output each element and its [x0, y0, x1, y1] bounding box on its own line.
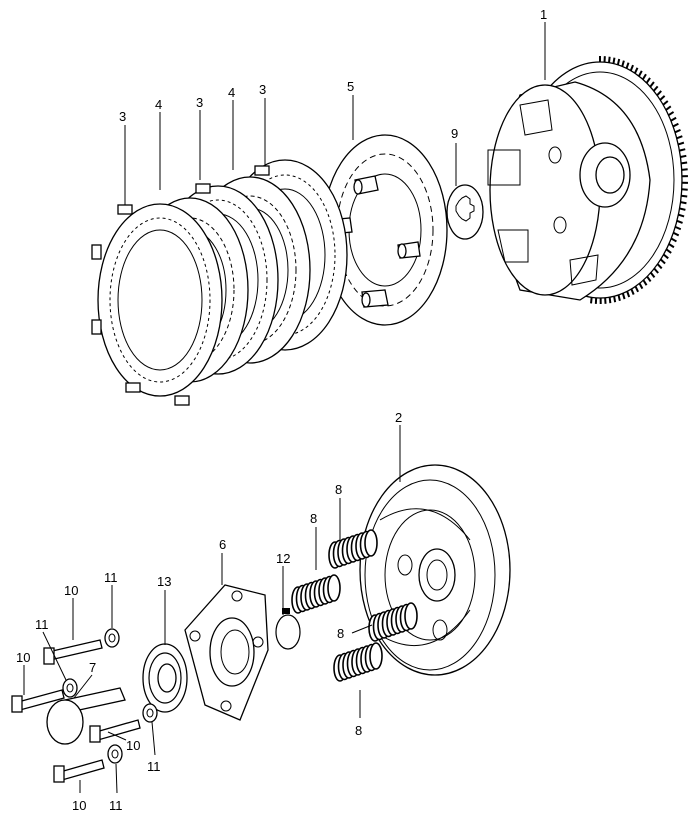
pressure-plate	[359, 464, 511, 676]
bearing	[142, 643, 188, 713]
callout-10-mid: 10	[126, 738, 140, 753]
gear-tooth	[676, 219, 683, 224]
callout-10-left: 10	[16, 650, 30, 665]
clutch-springs	[291, 529, 418, 682]
gear-tooth	[665, 105, 672, 111]
callout-12: 12	[276, 551, 290, 566]
gear-tooth	[626, 291, 631, 298]
gear-tooth	[608, 56, 611, 63]
gear-tooth	[612, 57, 616, 64]
gear-tooth	[634, 285, 639, 293]
gear-tooth	[681, 194, 688, 198]
gear-tooth	[649, 81, 655, 88]
callout-8-mid: 8	[337, 626, 344, 641]
gear-tooth	[621, 60, 625, 67]
gear-tooth	[677, 141, 685, 146]
coil-spring	[328, 529, 378, 569]
coil-spring	[333, 642, 383, 682]
gear-tooth	[680, 154, 687, 158]
callout-3-middle: 3	[196, 95, 203, 110]
clutch-center	[322, 134, 448, 326]
gear-tooth	[678, 213, 685, 218]
gear-tooth	[617, 294, 621, 302]
callout-3-right: 3	[259, 82, 266, 97]
lifter-plate	[184, 584, 269, 721]
callout-4-left: 4	[155, 97, 162, 112]
callout-8-top: 8	[335, 482, 342, 497]
clutch-outer	[487, 56, 688, 305]
callout-4-right: 4	[228, 85, 235, 100]
gear-tooth	[659, 95, 666, 101]
gear-tooth	[656, 90, 662, 96]
callout-11-top: 11	[104, 570, 118, 585]
gear-tooth	[679, 148, 686, 152]
callout-11-left: 11	[35, 617, 49, 632]
callout-10-bottom: 10	[72, 798, 86, 813]
gear-tooth	[634, 67, 639, 74]
gear-tooth	[674, 225, 682, 231]
callout-3-left: 3	[119, 109, 126, 124]
callout-9: 9	[451, 126, 458, 141]
gear-tooth	[662, 100, 669, 106]
gear-tooth	[667, 111, 675, 117]
callout-labels: 1 2 3 3 3 4 4 5 6 7 8 8 8 8 9 10 10 10 1…	[16, 7, 547, 813]
snap-ring	[275, 608, 301, 650]
gear-tooth	[646, 275, 652, 283]
gear-tooth	[674, 128, 681, 134]
callout-7: 7	[89, 660, 96, 675]
gear-tooth	[676, 135, 683, 140]
gear-tooth	[668, 243, 675, 249]
callout-1: 1	[540, 7, 547, 22]
gear-tooth	[681, 168, 688, 171]
gear-tooth	[679, 207, 686, 211]
callout-8-bottom: 8	[355, 723, 362, 738]
callout-13: 13	[157, 574, 171, 589]
gear-tooth	[670, 116, 677, 122]
callout-6: 6	[219, 537, 226, 552]
gear-tooth	[630, 288, 635, 295]
gear-tooth	[613, 296, 617, 303]
gear-tooth	[680, 201, 687, 205]
gear-tooth	[629, 64, 634, 72]
gear-tooth	[672, 122, 679, 128]
callout-11-bottom: 11	[109, 798, 123, 813]
gear-tooth	[625, 62, 630, 69]
coil-spring	[291, 574, 341, 614]
gear-tooth	[645, 77, 651, 84]
gear-tooth	[662, 253, 669, 260]
gear-tooth	[672, 231, 680, 237]
gear-tooth	[608, 297, 612, 304]
gear-tooth	[670, 237, 677, 243]
friction-disc-stack	[91, 159, 348, 406]
gear-tooth	[642, 279, 648, 286]
coil-spring	[368, 602, 418, 642]
gear-tooth	[653, 267, 659, 274]
gear-tooth	[621, 293, 626, 300]
gear-tooth	[638, 282, 644, 290]
bolts-and-washers	[11, 628, 158, 783]
gear-tooth	[652, 85, 659, 92]
gear-tooth	[641, 73, 647, 80]
gear-tooth	[659, 258, 666, 265]
gear-tooth	[616, 58, 621, 66]
callout-10-top: 10	[64, 583, 78, 598]
lifter-rod	[46, 687, 126, 745]
callout-8-upper: 8	[310, 511, 317, 526]
gear-tooth	[656, 263, 663, 270]
gear-tooth	[638, 70, 643, 77]
gear-tooth	[665, 248, 672, 254]
callout-2: 2	[395, 410, 402, 425]
leader-lines	[23, 22, 546, 794]
gear-tooth	[590, 297, 593, 304]
lock-washer	[446, 184, 484, 240]
gear-tooth	[681, 161, 688, 165]
gear-tooth	[649, 272, 656, 278]
callout-5: 5	[347, 79, 354, 94]
callout-11-mid: 11	[147, 759, 161, 774]
